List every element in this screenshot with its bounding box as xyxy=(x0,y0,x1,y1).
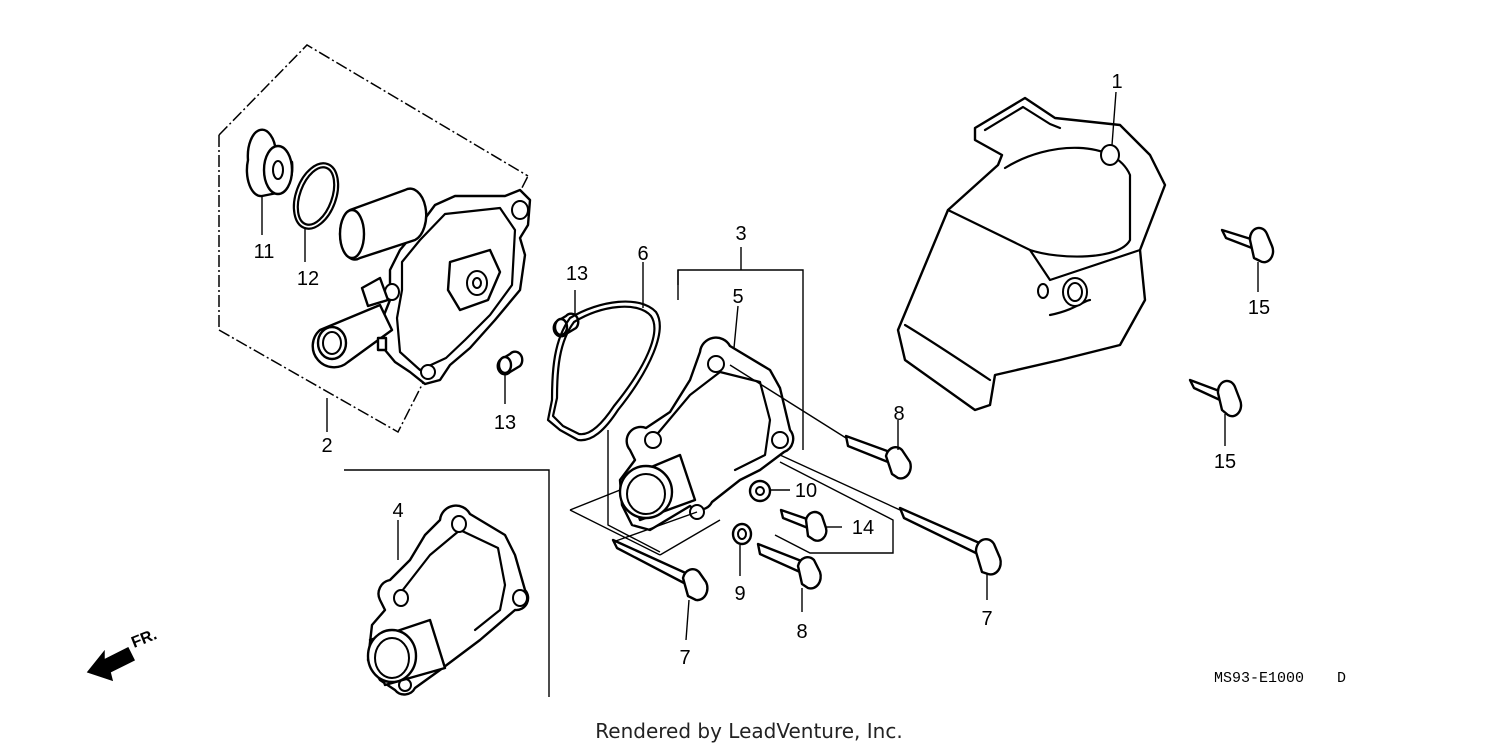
bolt-7-right[interactable] xyxy=(612,454,1002,600)
callout-3: 3 xyxy=(735,223,746,245)
callout-12: 12 xyxy=(297,268,319,290)
oil-seal-11[interactable] xyxy=(245,128,294,235)
diagram-code-suffix: D xyxy=(1337,670,1346,687)
alternate-cover-4[interactable] xyxy=(366,504,530,696)
bolt-8-lower[interactable] xyxy=(756,542,822,612)
water-pump-cover-5[interactable] xyxy=(618,305,795,532)
front-label: FR. xyxy=(129,626,159,651)
bolt-14[interactable] xyxy=(779,508,842,542)
dowel-pin-13a[interactable] xyxy=(552,290,580,338)
callout-7-left: 7 xyxy=(679,647,690,669)
callout-10: 10 xyxy=(795,480,817,502)
nut-10[interactable] xyxy=(748,479,790,503)
front-arrow-icon xyxy=(86,646,136,682)
alternate-cover-bracket-4 xyxy=(344,469,550,697)
callout-1: 1 xyxy=(1111,71,1122,93)
callout-2: 2 xyxy=(321,435,332,457)
callout-13-upper: 13 xyxy=(566,263,588,285)
bolt-7-left[interactable] xyxy=(611,538,709,641)
callout-6: 6 xyxy=(637,243,648,265)
washer-9[interactable] xyxy=(731,522,753,576)
diagram-code: MS93-E1000 xyxy=(1214,670,1304,687)
assembly-bracket-2 xyxy=(218,44,529,434)
callout-9: 9 xyxy=(734,583,745,605)
bolt-15-upper[interactable] xyxy=(1220,226,1275,292)
water-pump-body[interactable] xyxy=(311,187,532,386)
callout-15-lower: 15 xyxy=(1214,451,1236,473)
render-credit: Rendered by LeadVenture, Inc. xyxy=(595,719,902,743)
gasket-6[interactable] xyxy=(546,262,661,442)
outer-cover-1[interactable] xyxy=(896,91,1167,412)
callout-13-lower: 13 xyxy=(494,412,516,434)
callout-15-upper: 15 xyxy=(1248,297,1270,319)
dowel-pin-13b[interactable] xyxy=(496,350,524,404)
callout-8-upper: 8 xyxy=(893,403,904,425)
callout-7-right: 7 xyxy=(981,608,992,630)
callout-5: 5 xyxy=(732,286,743,308)
bolt-8-upper[interactable] xyxy=(729,364,912,480)
callout-11: 11 xyxy=(254,241,275,263)
callout-8-lower: 8 xyxy=(796,621,807,643)
bolt-15-lower[interactable] xyxy=(1188,378,1243,446)
callout-14: 14 xyxy=(852,517,874,539)
front-direction-indicator: FR. xyxy=(86,626,159,682)
callout-4: 4 xyxy=(392,500,403,522)
o-ring-12[interactable] xyxy=(286,157,347,262)
